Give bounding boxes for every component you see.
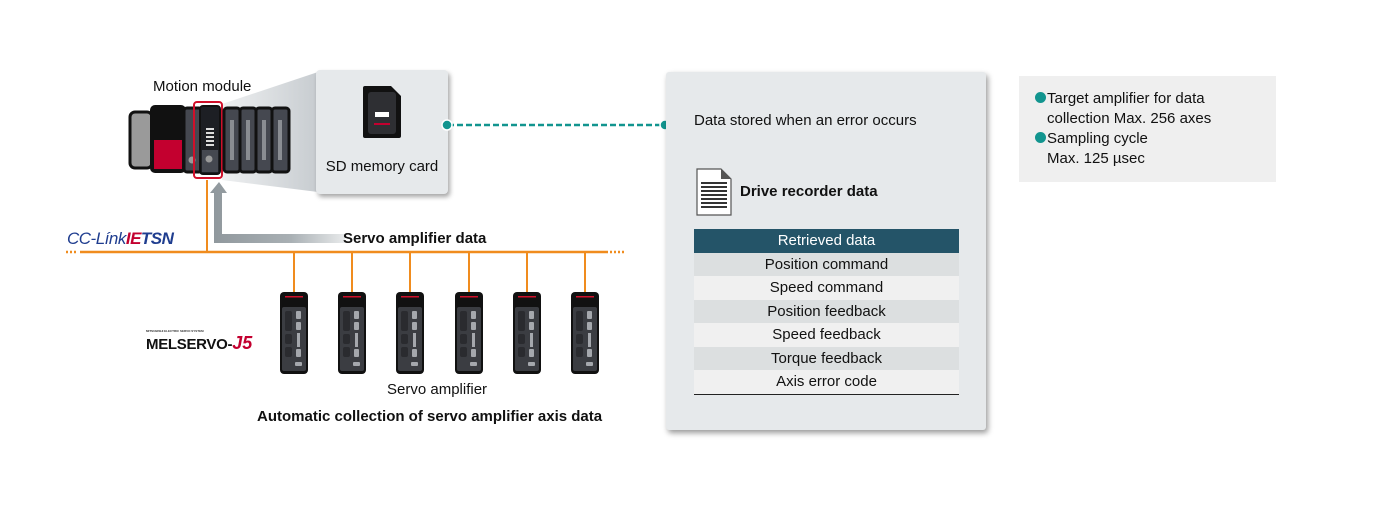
servo-amplifier[interactable]	[512, 291, 542, 375]
table-row: Torque feedback	[694, 346, 959, 370]
spec-box: Target amplifier for data collection Max…	[1019, 76, 1276, 182]
spec-line: collection Max. 256 axes	[1047, 110, 1212, 127]
drive-recorder-panel: Data stored when an error occurs Drive r…	[666, 72, 986, 430]
data-stored-text: Data stored when an error occurs	[694, 112, 917, 129]
spec-line: Target amplifier for data	[1047, 90, 1205, 107]
table-cell: Speed command	[694, 276, 959, 300]
table-row: Position command	[694, 252, 959, 276]
logo-prefix: CC-Línk	[67, 229, 126, 248]
logo-ie: IE	[125, 229, 142, 248]
table-row: Speed command	[694, 276, 959, 300]
document-icon	[696, 168, 732, 216]
logo-tsn: TSN	[140, 229, 174, 248]
table-row: Speed feedback	[694, 323, 959, 347]
cc-link-ie-tsn-logo: CC-LínkIETSN	[67, 229, 174, 249]
motion-module-rack[interactable]	[128, 100, 293, 180]
table-cell: Axis error code	[694, 370, 959, 395]
network-bus	[66, 250, 624, 294]
servo-amplifier[interactable]	[454, 291, 484, 375]
spec-line: Sampling cycle	[1047, 130, 1148, 147]
servo-amplifier-label: Servo amplifier	[387, 381, 488, 398]
table-cell: Torque feedback	[694, 346, 959, 370]
drive-recorder-title: Drive recorder data	[740, 183, 878, 200]
melservo-name: MELSERVO-	[146, 336, 233, 353]
bullet-icon	[1035, 92, 1046, 103]
servo-collection-caption: Automatic collection of servo amplifier …	[257, 408, 603, 425]
bullet-icon	[1035, 132, 1046, 143]
sd-memory-card-panel: SD memory card	[316, 70, 448, 194]
servo-amplifier[interactable]	[279, 291, 309, 375]
table-cell: Speed feedback	[694, 323, 959, 347]
table-cell: Position feedback	[694, 299, 959, 323]
servo-amplifier[interactable]	[570, 291, 600, 375]
table-row: Axis error code	[694, 370, 959, 395]
table-header: Retrieved data	[694, 229, 959, 253]
table-row: Position feedback	[694, 299, 959, 323]
melservo-j5-logo: MITSUBISHI ELECTRIC SERVO SYSTEM MELSERV…	[146, 329, 252, 354]
melservo-tagline: MITSUBISHI ELECTRIC SERVO SYSTEM	[146, 329, 204, 333]
table-cell: Position command	[694, 252, 959, 276]
servo-amplifier[interactable]	[337, 291, 367, 375]
motion-module-unit	[193, 101, 223, 179]
spec-item-sampling-cycle: Sampling cycle Max. 125 µsec	[1035, 129, 1148, 169]
melservo-suffix: J5	[232, 333, 253, 353]
motion-module-label: Motion module	[153, 78, 252, 95]
servo-data-label: Servo amplifier data	[343, 230, 487, 247]
servo-data-arrow	[210, 182, 345, 243]
data-link-connector	[441, 119, 671, 131]
sd-card-icon	[363, 86, 401, 138]
module-cable	[206, 180, 208, 252]
sd-memory-card-label: SD memory card	[325, 158, 439, 175]
spec-item-target-amplifier: Target amplifier for data collection Max…	[1035, 89, 1211, 129]
spec-line: Max. 125 µsec	[1047, 150, 1145, 167]
servo-amplifier[interactable]	[395, 291, 425, 375]
